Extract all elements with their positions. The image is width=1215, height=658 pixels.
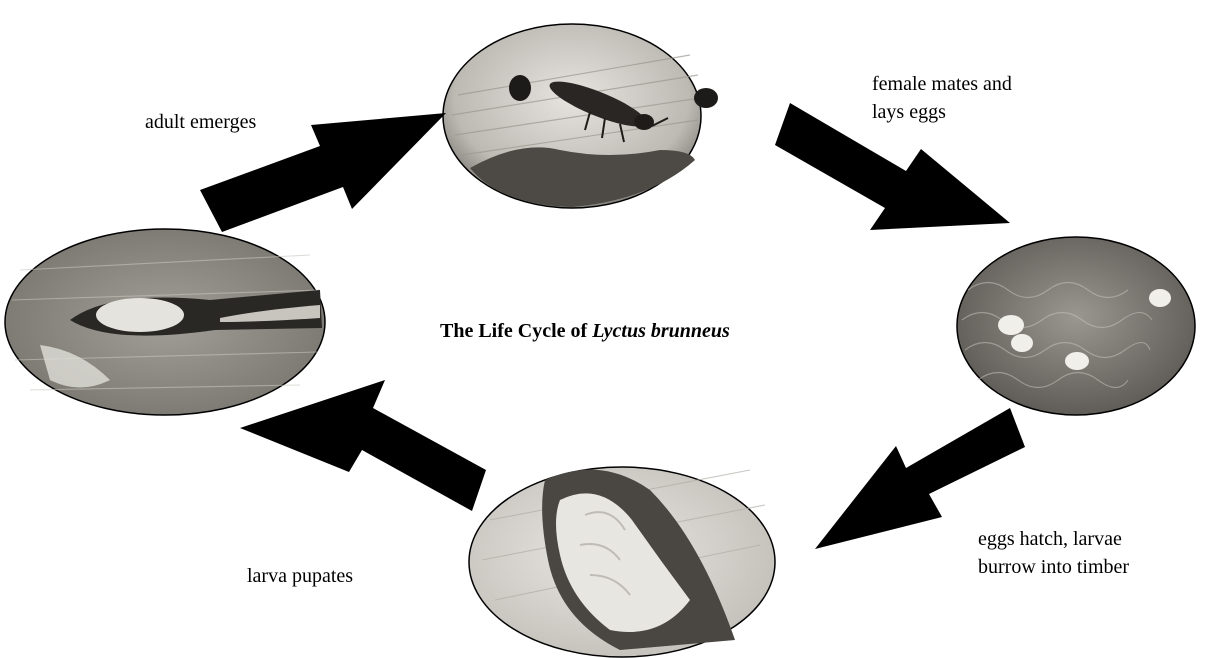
adult-beetle-photo bbox=[443, 24, 718, 208]
pupa-photo bbox=[5, 229, 325, 415]
pupa-icon bbox=[96, 298, 184, 332]
label-adult-emerges: adult emerges bbox=[145, 108, 256, 136]
title-species: Lyctus brunneus bbox=[592, 320, 730, 342]
eggs-photo bbox=[957, 237, 1195, 415]
diagram-title: The Life Cycle of Lyctus brunneus bbox=[440, 320, 730, 343]
label-female-mates: female mates and lays eggs bbox=[872, 70, 1012, 126]
arrow-larva-to-pupa bbox=[240, 380, 486, 511]
larva-photo bbox=[469, 467, 775, 657]
title-prefix: The Life Cycle of bbox=[440, 320, 592, 342]
label-larva-pupates: larva pupates bbox=[247, 562, 353, 590]
label-eggs-hatch: eggs hatch, larvae burrow into timber bbox=[978, 525, 1129, 581]
